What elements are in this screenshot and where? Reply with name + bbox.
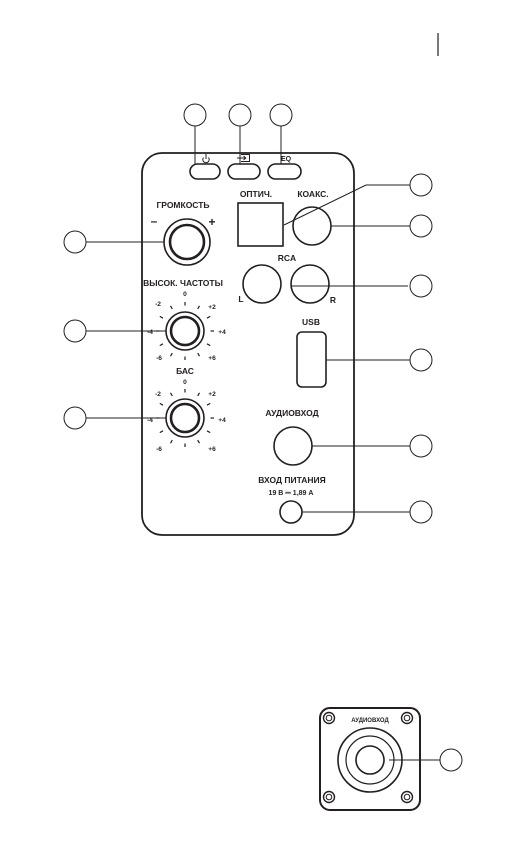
treble-scale-plus4: +4 bbox=[218, 329, 226, 336]
rca-left-label: L bbox=[238, 294, 243, 304]
audio-in-plate bbox=[319, 707, 421, 811]
treble-scale-minus4: -4 bbox=[147, 329, 153, 336]
usb-port[interactable] bbox=[296, 331, 327, 388]
treble-scale-plus2: +2 bbox=[208, 304, 216, 311]
bass-scale-plus4: +4 bbox=[218, 417, 226, 424]
volume-knob[interactable] bbox=[163, 218, 211, 266]
bass-scale-zero: 0 bbox=[183, 379, 187, 386]
callout-marker bbox=[409, 214, 433, 238]
callout-marker bbox=[409, 500, 433, 524]
power-button[interactable] bbox=[189, 163, 221, 180]
rca-left-port[interactable] bbox=[242, 264, 282, 304]
plate-screws bbox=[322, 711, 414, 804]
bass-scale-plus6: +6 bbox=[208, 446, 216, 453]
treble-scale-plus6: +6 bbox=[208, 355, 216, 362]
treble-knob[interactable] bbox=[165, 311, 205, 351]
input-select-button[interactable] bbox=[227, 163, 261, 180]
callout-marker bbox=[409, 348, 433, 372]
coax-port[interactable] bbox=[292, 206, 332, 246]
bass-scale-minus4: -4 bbox=[147, 417, 153, 424]
rca-right-label: R bbox=[330, 295, 336, 305]
plate-label: АУДИОВХОД bbox=[351, 718, 389, 724]
usb-label: USB bbox=[302, 317, 320, 327]
bass-knob[interactable] bbox=[165, 398, 205, 438]
callout-lines bbox=[86, 115, 440, 761]
eq-button[interactable] bbox=[267, 163, 302, 180]
callout-marker bbox=[269, 103, 293, 127]
power-icon bbox=[202, 154, 210, 164]
plate-audio-jack[interactable] bbox=[337, 727, 403, 793]
treble-scale-minus2: -2 bbox=[155, 301, 161, 308]
optical-port[interactable] bbox=[237, 202, 284, 247]
callout-marker bbox=[183, 103, 207, 127]
optical-label: ОПТИЧ. bbox=[240, 189, 272, 199]
treble-label: ВЫСОК. ЧАСТОТЫ bbox=[143, 278, 223, 288]
treble-scale-minus6: -6 bbox=[156, 355, 162, 362]
audio-in-port[interactable] bbox=[273, 426, 313, 466]
rca-label: RCA bbox=[278, 253, 296, 263]
bass-scale-plus2: +2 bbox=[208, 391, 216, 398]
rca-right-port[interactable] bbox=[290, 264, 330, 304]
power-in-port[interactable] bbox=[279, 500, 303, 524]
callout-marker bbox=[409, 274, 433, 298]
power-in-spec: 19 В ⎓ 1,89 А bbox=[269, 490, 314, 497]
coax-label: КОАКС. bbox=[297, 189, 328, 199]
volume-label: ГРОМКОСТЬ bbox=[156, 200, 209, 210]
eq-label: EQ bbox=[281, 156, 292, 163]
volume-plus: + bbox=[208, 215, 215, 229]
callout-marker bbox=[409, 434, 433, 458]
audio-in-label: АУДИОВХОД bbox=[265, 408, 318, 418]
volume-minus: – bbox=[151, 214, 158, 228]
bass-scale-minus6: -6 bbox=[156, 446, 162, 453]
bass-label: БАС bbox=[176, 366, 194, 376]
callout-marker bbox=[228, 103, 252, 127]
callout-marker bbox=[63, 230, 87, 254]
callout-marker bbox=[439, 748, 463, 772]
power-in-label: ВХОД ПИТАНИЯ bbox=[258, 475, 326, 485]
callout-marker bbox=[63, 319, 87, 343]
treble-scale-zero: 0 bbox=[183, 291, 187, 298]
callout-marker bbox=[63, 406, 87, 430]
bass-scale-minus2: -2 bbox=[155, 391, 161, 398]
input-select-icon bbox=[237, 154, 250, 162]
callout-marker bbox=[409, 173, 433, 197]
rear-panel bbox=[141, 152, 355, 536]
